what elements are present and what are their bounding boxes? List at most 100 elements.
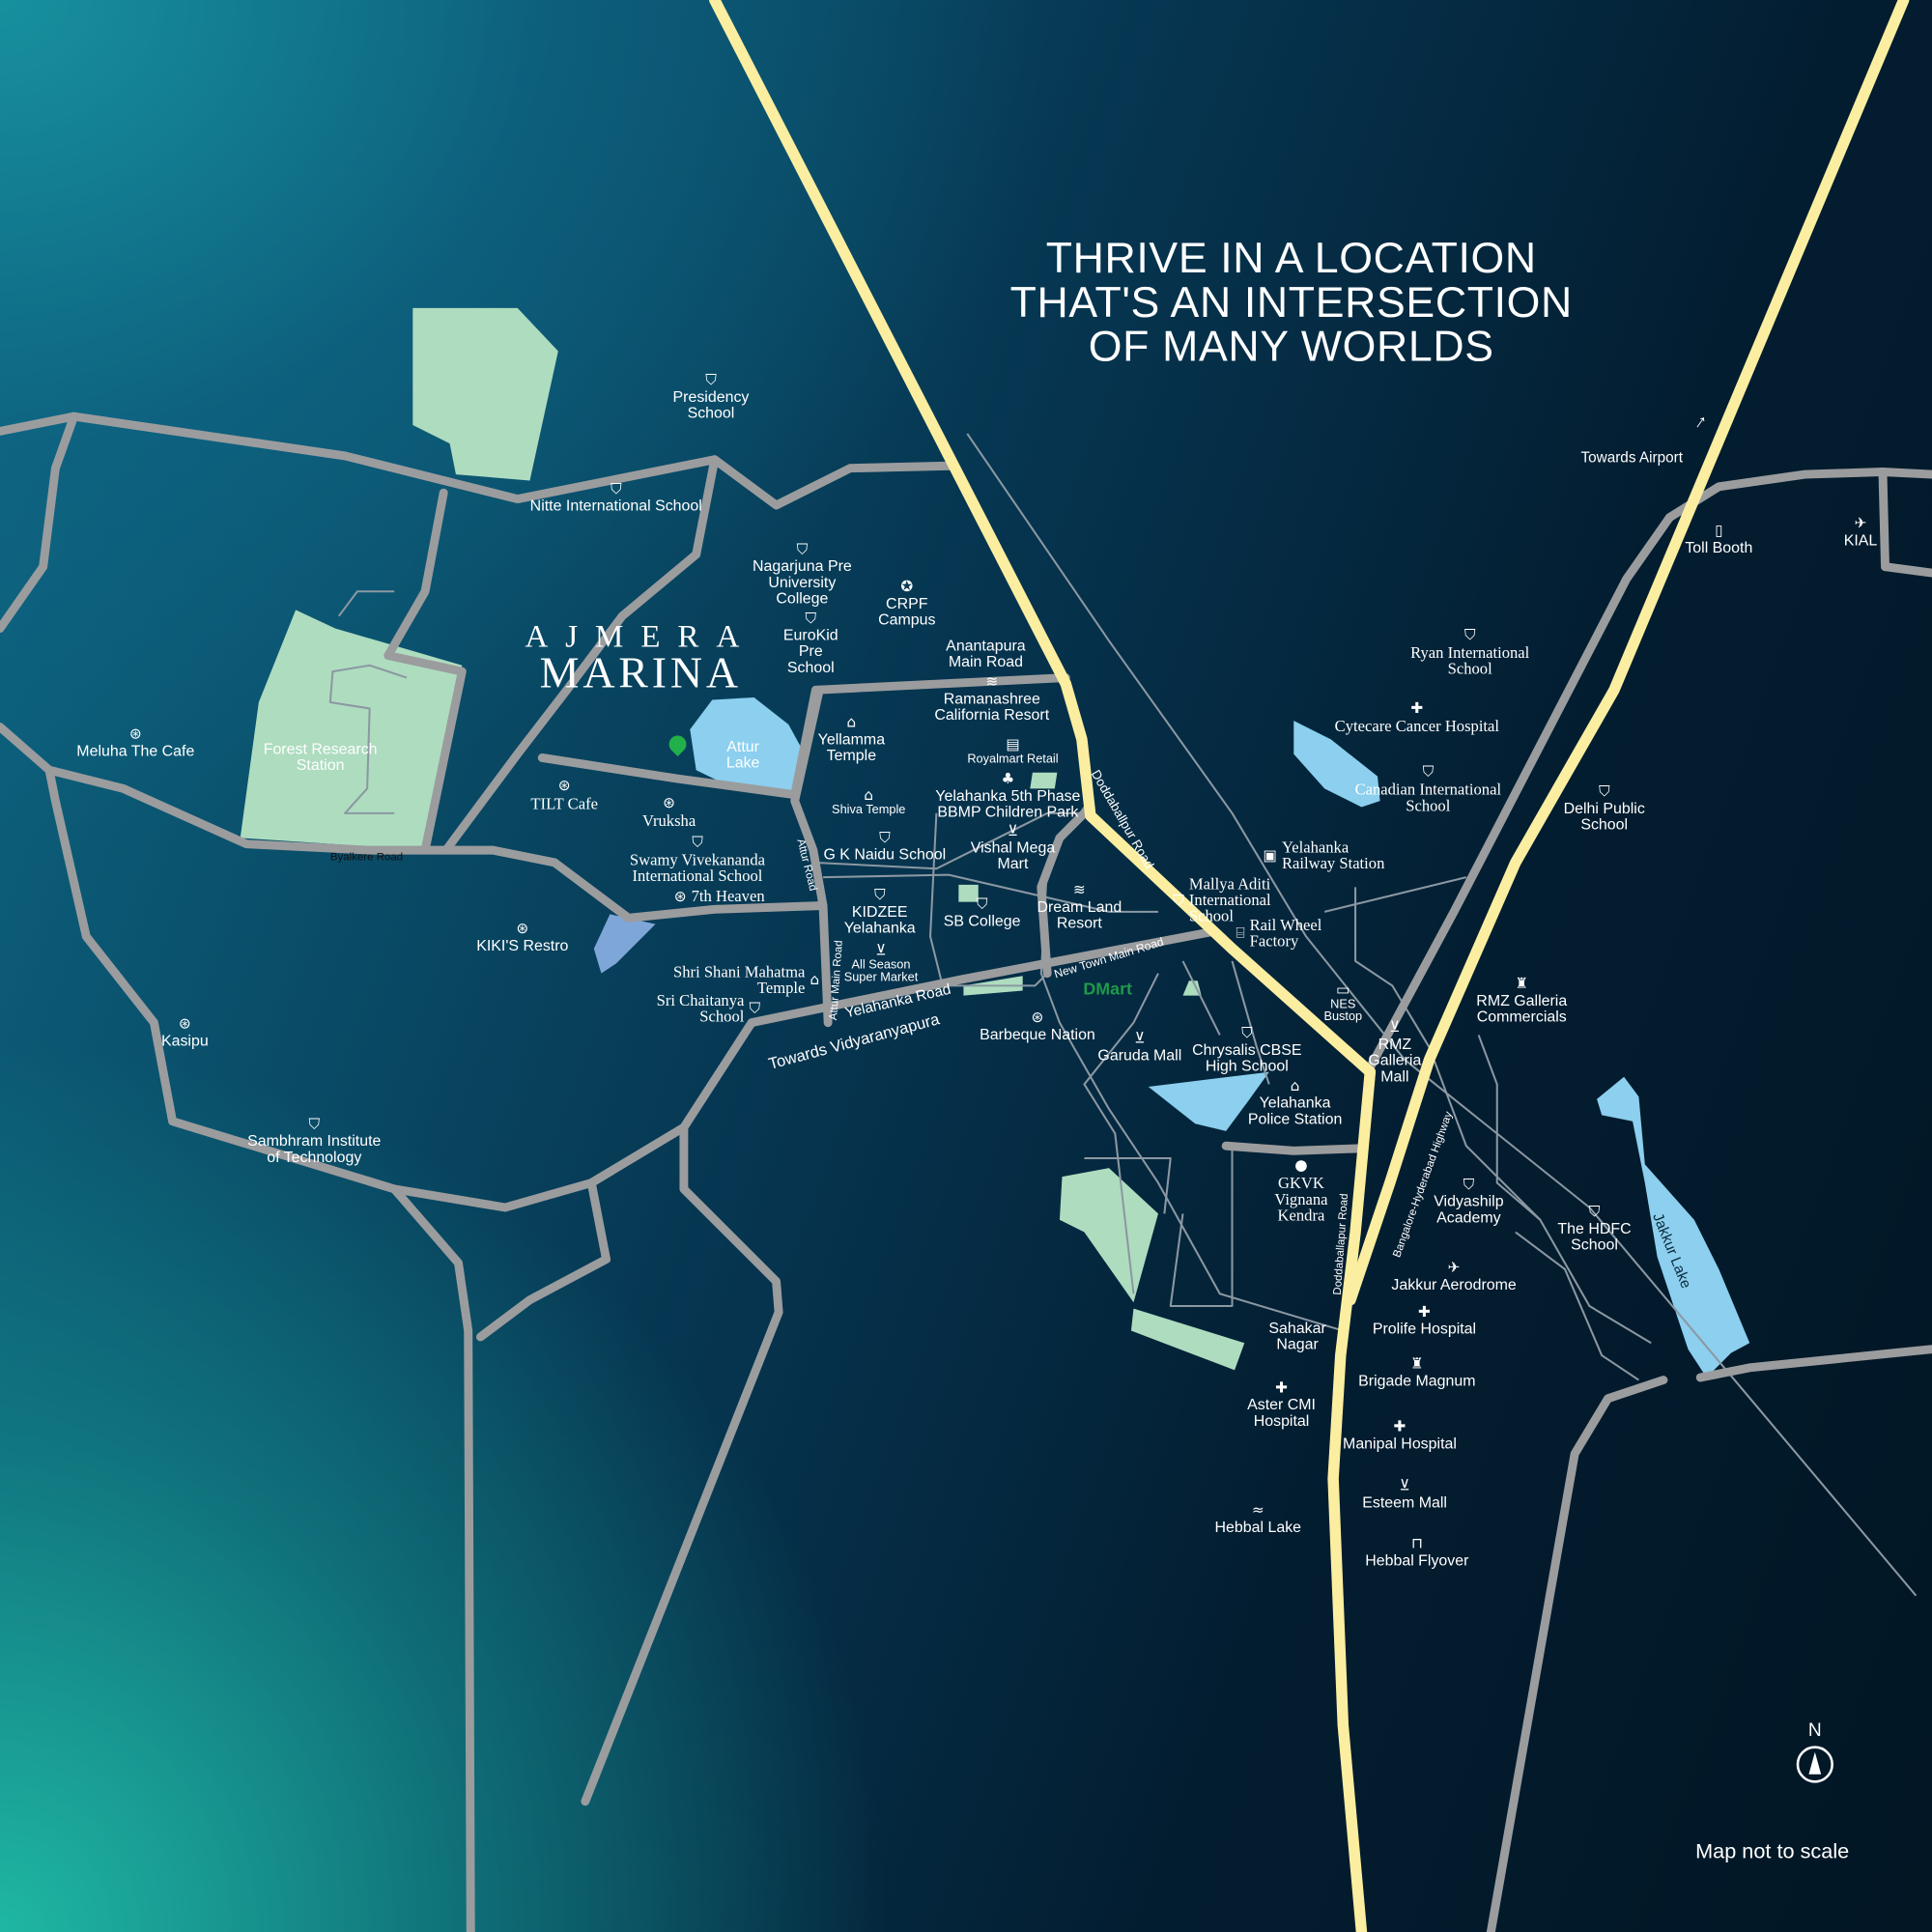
office-icon: ♜ [1409, 1354, 1424, 1373]
restaurant-icon: ⊛ [663, 794, 676, 811]
headline-line: OF MANY WORLDS [1088, 323, 1494, 371]
place-name: Yelahanka Railway Station [1281, 838, 1385, 873]
headline-line: THAT'S AN INTERSECTION [1009, 278, 1573, 327]
toll-booth-icon: ▯ [1715, 522, 1723, 540]
place-meluha-the-cafe[interactable]: ⊛Meluha The Cafe [76, 726, 194, 759]
place-brigade-magnum[interactable]: ♜Brigade Magnum [1358, 1356, 1475, 1389]
place-ryan-international-school[interactable]: ⛉Ryan International School [1410, 627, 1529, 676]
graduation-cap-icon: ⛉ [805, 609, 817, 627]
place-name: RMZ Galleria Commercials [1476, 991, 1568, 1026]
park-area [958, 884, 979, 902]
place-royalmart-retail[interactable]: ▤Royalmart Retail [967, 737, 1058, 767]
store-icon: ▤ [1006, 735, 1020, 753]
place-vruksha[interactable]: ⊛Vruksha [642, 795, 696, 828]
place-kidzee-yelahanka[interactable]: ⛉KIDZEE Yelahanka [844, 887, 916, 936]
place-swamy-vivekananda-international-school[interactable]: ⛉Swamy Vivekananda International School [630, 835, 765, 884]
place-jakkur-aerodrome[interactable]: ✈Jakkur Aerodrome [1391, 1260, 1516, 1293]
place-dmart[interactable]: DMart [1083, 980, 1132, 998]
graduation-cap-icon: ⛉ [1173, 891, 1184, 909]
place-cytecare-cancer-hospital[interactable]: ✚Cytecare Cancer Hospital [1335, 700, 1499, 733]
place-prolife-hospital[interactable]: ✚Prolife Hospital [1373, 1304, 1476, 1337]
place-name: Chrysalis CBSE High School [1192, 1040, 1302, 1075]
place-hebbal-flyover[interactable]: ⊓Hebbal Flyover [1365, 1536, 1468, 1569]
place-name: Brigade Magnum [1358, 1372, 1476, 1390]
place-manipal-hospital[interactable]: ✚Manipal Hospital [1343, 1419, 1457, 1452]
hospital-icon: ✚ [1393, 1417, 1406, 1435]
place-vidyashilp-academy[interactable]: ⛉Vidyashilp Academy [1434, 1177, 1503, 1226]
place-sambhram-institute-of-technology[interactable]: ⛉Sambhram Institute of Technology [247, 1117, 381, 1166]
place-esteem-mall[interactable]: ⊻Esteem Mall [1362, 1478, 1447, 1511]
place-presidency-school[interactable]: ⛉Presidency School [673, 372, 750, 421]
temple-icon: ⌂ [810, 971, 820, 988]
place-attur-lake[interactable]: Attur Lake [726, 739, 760, 771]
place-hebbal-lake[interactable]: ≈Hebbal Lake [1215, 1502, 1302, 1535]
place-7th-heaven[interactable]: ⊛7th Heaven [674, 888, 765, 904]
place-barbeque-nation[interactable]: ⊛Barbeque Nation [980, 1009, 1095, 1042]
place-vishal-mega-mart[interactable]: ⊻Vishal Mega Mart [971, 823, 1055, 872]
place-tilt-cafe[interactable]: ⊛TILT Cafe [530, 778, 598, 810]
place-anantapura-main-road[interactable]: Anantapura Main Road [946, 637, 1026, 670]
restaurant-icon: ⊛ [178, 1014, 191, 1033]
place-name: G K Naidu School [823, 845, 947, 864]
place-chrysalis-cbse-high-school[interactable]: ⛉Chrysalis CBSE High School [1192, 1025, 1301, 1074]
place-the-hdfc-school[interactable]: ⛉The HDFC School [1557, 1204, 1631, 1253]
place-name: Mallya Aditi International School [1188, 873, 1271, 925]
cart-icon: ⊻ [1134, 1029, 1146, 1047]
place-name: SB College [943, 912, 1021, 930]
place-name: Hebbal Lake [1214, 1519, 1302, 1536]
place-rmz-galleria-mall[interactable]: ⊻RMZ Galleria Mall [1368, 1019, 1421, 1085]
factory-icon: ⌸ [1236, 923, 1245, 942]
airplane-icon: ✈ [1854, 514, 1867, 532]
place-crpf-campus[interactable]: ✪CRPF Campus [878, 579, 935, 628]
place-delhi-public-school[interactable]: ⛉Delhi Public School [1564, 783, 1645, 833]
place-nes-bustop[interactable]: ▭NES Bustop [1323, 982, 1362, 1024]
place-kiki-s-restro[interactable]: ⊛KIKI'S Restro [476, 921, 568, 953]
park-area [1182, 980, 1202, 996]
cart-icon: ⊻ [875, 941, 887, 959]
temple-icon: ⌂ [864, 785, 874, 804]
place-shiva-temple[interactable]: ⌂Shiva Temple [832, 787, 905, 817]
place-toll-booth[interactable]: ▯Toll Booth [1685, 523, 1752, 555]
place-sb-college[interactable]: ⛉SB College [944, 896, 1021, 929]
place-sahakar-nagar[interactable]: Sahakar Nagar [1268, 1321, 1325, 1352]
place-name: Sri Chaitanya School [656, 990, 745, 1026]
place-mallya-aditi-international-school[interactable]: ⛉Mallya Aditi International School [1173, 875, 1270, 923]
place-rail-wheel-factory[interactable]: ⌸Rail Wheel Factory [1236, 917, 1321, 949]
place-g-k-naidu-school[interactable]: ⛉G K Naidu School [823, 830, 946, 863]
place-yelahanka-railway-station[interactable]: ▣Yelahanka Railway Station [1263, 839, 1384, 871]
place-all-season-super-market[interactable]: ⊻All Season Super Market [844, 943, 919, 984]
place-forest-research-station[interactable]: Forest Research Station [264, 741, 378, 774]
place-gkvk-vignana-kendra[interactable]: ●GKVK Vignana Kendra [1274, 1157, 1327, 1223]
place-sri-chaitanya-school[interactable]: Sri Chaitanya School⛉ [657, 992, 760, 1024]
place-name: Yelahanka 5th Phase BBMP Children Park [935, 787, 1081, 821]
restaurant-icon: ⊛ [673, 887, 687, 905]
graduation-cap-icon: ⛉ [1241, 1023, 1253, 1041]
place-eurokid-pre-school[interactable]: ⛉EuroKid Pre School [783, 611, 838, 676]
place-aster-cmi-hospital[interactable]: ✚Aster CMI Hospital [1247, 1380, 1316, 1430]
place-nagarjuna-pre-university-college[interactable]: ⛉Nagarjuna Pre University College [753, 542, 852, 608]
place-yellamma-temple[interactable]: ⌂Yellamma Temple [818, 715, 885, 764]
airplane-icon: ✈ [1447, 1258, 1461, 1276]
place-kasipu[interactable]: ⊛Kasipu [161, 1016, 209, 1049]
place-yelahanka-5th-phase-bbmp-children-park[interactable]: ♣Yelahanka 5th Phase BBMP Children Park [935, 771, 1080, 820]
place-name: KIDZEE Yelahanka [843, 902, 916, 937]
place-name: Toll Booth [1685, 539, 1753, 556]
place-kial[interactable]: ✈KIAL [1844, 516, 1878, 549]
place-canadian-international-school[interactable]: ⛉Canadian International School [1355, 764, 1501, 813]
place-garuda-mall[interactable]: ⊻Garuda Mall [1097, 1031, 1181, 1064]
park-area [1030, 772, 1058, 789]
place-yelahanka-police-station[interactable]: ⌂Yelahanka Police Station [1248, 1078, 1342, 1127]
place-ramanashree-california-resort[interactable]: ≋Ramanashree California Resort [934, 674, 1049, 724]
place-shri-shani-mahatma-temple[interactable]: Shri Shani Mahatma Temple⌂ [673, 963, 819, 995]
place-dream-land-resort[interactable]: ≋Dream Land Resort [1037, 882, 1122, 931]
place-name: CRPF Campus [878, 595, 936, 629]
place-name: Anantapura Main Road [946, 637, 1026, 670]
place-nitte-international-school[interactable]: ⛉Nitte International School [530, 481, 702, 514]
north-indicator: N [1793, 1720, 1837, 1783]
restaurant-icon: ⊛ [128, 724, 142, 743]
place-name: TILT Cafe [530, 794, 598, 813]
place-name: All Season Super Market [843, 958, 919, 985]
place-name: Ramanashree California Resort [934, 690, 1050, 724]
place-name: Delhi Public School [1563, 799, 1645, 834]
place-rmz-galleria-commercials[interactable]: ♜RMZ Galleria Commercials [1476, 976, 1567, 1025]
